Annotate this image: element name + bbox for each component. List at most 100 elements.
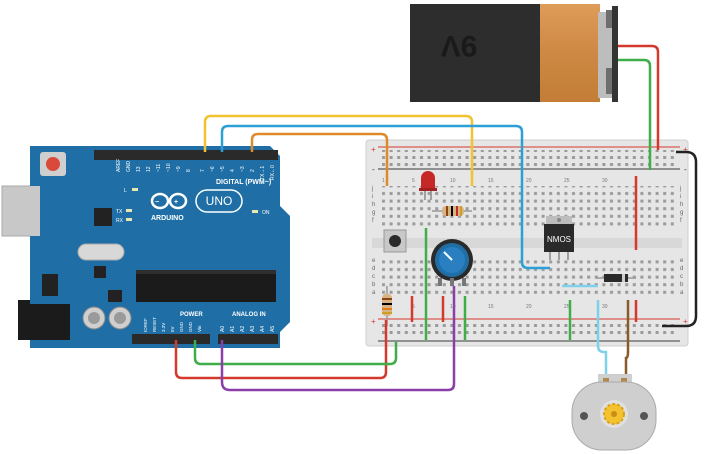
svg-text:25: 25 (564, 178, 570, 184)
svg-text:7: 7 (200, 169, 206, 172)
svg-text:b: b (680, 282, 684, 288)
svg-text:~11: ~11 (156, 164, 162, 172)
power-header-label: POWER (180, 312, 203, 318)
rail-plus-sign: + (371, 317, 376, 326)
svg-text:A2: A2 (240, 326, 246, 332)
svg-text:RX←0: RX←0 (270, 165, 276, 180)
tx-led-label: TX (116, 209, 123, 215)
uno-model-text: UNO (206, 194, 233, 208)
svg-text:5: 5 (412, 304, 415, 310)
wire-green-battery[interactable] (618, 58, 652, 170)
rx-led-label: RX (116, 218, 124, 224)
svg-text:i: i (680, 194, 681, 200)
svg-text:15: 15 (488, 304, 494, 310)
wire-blue[interactable] (220, 124, 550, 270)
battery-label: 9V (441, 29, 478, 62)
battery-9v[interactable]: 9V (410, 4, 618, 102)
svg-text:25: 25 (564, 304, 570, 310)
svg-text:30: 30 (602, 178, 608, 184)
svg-text:1: 1 (382, 178, 385, 184)
rail-plus-sign: + (683, 317, 688, 326)
svg-text:f: f (372, 218, 374, 224)
svg-text:GND: GND (179, 321, 184, 332)
svg-text:12: 12 (146, 166, 152, 172)
svg-text:j: j (679, 186, 681, 192)
digital-header-label: DIGITAL (PWM~) (216, 179, 271, 186)
svg-text:AREF: AREF (116, 159, 122, 172)
svg-text:5V: 5V (170, 326, 175, 332)
wire-motor-brown[interactable] (624, 300, 630, 380)
rail-plus-sign: + (371, 145, 376, 154)
svg-text:c: c (372, 274, 375, 280)
nmos-transistor[interactable]: NMOS (544, 216, 574, 260)
l-led-label: L (124, 188, 127, 194)
svg-text:f: f (680, 218, 682, 224)
arduino-brand-text: ARDUINO (151, 215, 184, 222)
potentiometer[interactable] (431, 239, 473, 286)
svg-text:d: d (680, 266, 683, 272)
svg-text:3.3V: 3.3V (161, 323, 166, 332)
power-pin-labels: IOREF RESET 3.3V 5V GND GND Vin (143, 317, 202, 332)
svg-text:GND: GND (188, 321, 193, 332)
svg-text:−: − (155, 199, 159, 206)
nmos-label: NMOS (547, 235, 571, 244)
svg-text:a: a (680, 290, 684, 296)
svg-text:4: 4 (230, 169, 236, 172)
svg-text:~5: ~5 (220, 166, 226, 172)
arduino-logo: − + ARDUINO (150, 192, 188, 222)
dc-motor[interactable] (571, 374, 657, 451)
svg-text:i: i (372, 194, 373, 200)
svg-text:~10: ~10 (166, 163, 172, 172)
wire-green-gnd[interactable] (193, 340, 398, 366)
wire-purple-a0[interactable] (220, 286, 456, 392)
svg-text:a: a (372, 290, 376, 296)
svg-text:g: g (372, 210, 375, 216)
wire-motor-lightblue[interactable] (596, 300, 608, 380)
wire-yellow[interactable] (203, 114, 474, 186)
svg-text:20: 20 (526, 304, 532, 310)
wire-black-ground-rail[interactable] (662, 150, 698, 328)
svg-text:h: h (680, 202, 683, 208)
breadboard[interactable]: + + + + - - j i h g f e d c b a j i h g … (365, 139, 689, 347)
svg-text:c: c (680, 274, 683, 280)
resistor-pulldown[interactable] (382, 286, 392, 326)
rail-minus-sign: - (372, 165, 375, 174)
resistor-led[interactable] (432, 206, 472, 216)
svg-text:~6: ~6 (210, 166, 216, 172)
digital-pin-labels: AREF GND 13 12 ~11 ~10 ~9 8 7 ~6 ~5 4 ~3… (116, 159, 276, 180)
svg-text:A0: A0 (220, 326, 226, 332)
svg-text:RESET: RESET (152, 317, 157, 332)
svg-text:TX→1: TX→1 (260, 166, 266, 180)
svg-text:5: 5 (412, 178, 415, 184)
svg-text:10: 10 (450, 178, 456, 184)
svg-text:A4: A4 (260, 326, 266, 332)
on-led-label: ON (262, 210, 270, 216)
wire-orange[interactable] (250, 132, 389, 186)
wire-red-battery[interactable] (618, 44, 660, 150)
svg-text:A3: A3 (250, 326, 256, 332)
red-led[interactable] (419, 171, 437, 200)
analog-pin-labels: A0 A1 A2 A3 A4 A5 (220, 326, 276, 332)
svg-text:~9: ~9 (176, 166, 182, 172)
svg-text:IOREF: IOREF (143, 318, 148, 332)
svg-text:30: 30 (602, 304, 608, 310)
svg-text:~3: ~3 (240, 166, 246, 172)
push-button[interactable] (383, 229, 407, 253)
svg-text:h: h (372, 202, 375, 208)
svg-text:13: 13 (136, 166, 142, 172)
svg-text:e: e (680, 258, 684, 264)
svg-text:Vin: Vin (197, 325, 202, 332)
rail-minus-sign: - (684, 165, 687, 174)
analog-header-label: ANALOG IN (232, 312, 266, 318)
arduino-uno-board[interactable]: AREF GND 13 12 ~11 ~10 ~9 8 7 ~6 ~5 4 ~3… (1, 146, 290, 348)
wire-red-5v[interactable] (174, 320, 388, 380)
svg-text:b: b (372, 282, 376, 288)
breadboard-row-labels: j i h g f e d c b a j i h g f e d c b a (371, 186, 684, 296)
svg-text:e: e (372, 258, 376, 264)
diode[interactable] (596, 274, 636, 282)
svg-text:15: 15 (488, 178, 494, 184)
svg-text:A1: A1 (230, 326, 236, 332)
svg-text:g: g (680, 210, 683, 216)
svg-text:8: 8 (186, 169, 192, 172)
